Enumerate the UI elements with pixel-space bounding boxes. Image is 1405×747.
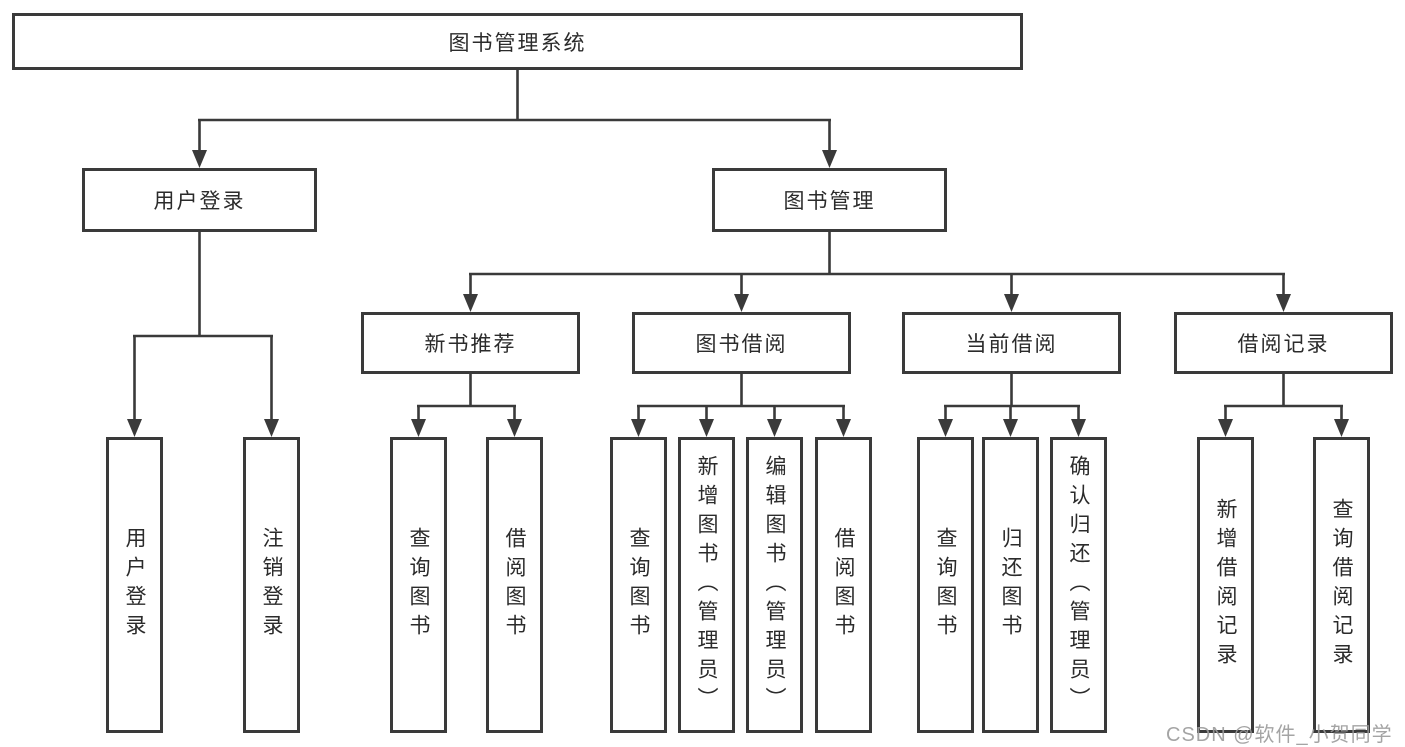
- leaf-query-books-recommend: 查询图书: [390, 437, 447, 733]
- leaf-query-borrow-record: 查询借阅记录: [1313, 437, 1370, 733]
- leaf-query-books-current: 查询图书: [917, 437, 974, 733]
- leaf-logout: 注销登录: [243, 437, 300, 733]
- leaf-borrow-books-recommend: 借阅图书: [486, 437, 543, 733]
- node-user-login: 用户登录: [82, 168, 317, 232]
- node-book-management: 图书管理: [712, 168, 947, 232]
- node-book-borrowing: 图书借阅: [632, 312, 851, 374]
- connector-lines: [133, 70, 1343, 420]
- leaf-query-books-borrowing: 查询图书: [610, 437, 667, 733]
- node-borrowing-records: 借阅记录: [1174, 312, 1393, 374]
- leaf-add-books-admin: 新增图书（管理员）: [678, 437, 735, 733]
- csdn-watermark: CSDN @软件_小贺同学: [1166, 724, 1393, 746]
- node-new-book-recommend: 新书推荐: [361, 312, 580, 374]
- leaf-return-books: 归还图书: [982, 437, 1039, 733]
- leaf-edit-books-admin: 编辑图书（管理员）: [746, 437, 803, 733]
- leaf-add-borrow-record: 新增借阅记录: [1197, 437, 1254, 733]
- arrowheads: [127, 150, 1349, 437]
- leaf-borrow-books: 借阅图书: [815, 437, 872, 733]
- leaf-confirm-return-admin: 确认归还（管理员）: [1050, 437, 1107, 733]
- node-root-library-system: 图书管理系统: [12, 13, 1023, 70]
- node-current-borrowing: 当前借阅: [902, 312, 1121, 374]
- leaf-user-login: 用户登录: [106, 437, 163, 733]
